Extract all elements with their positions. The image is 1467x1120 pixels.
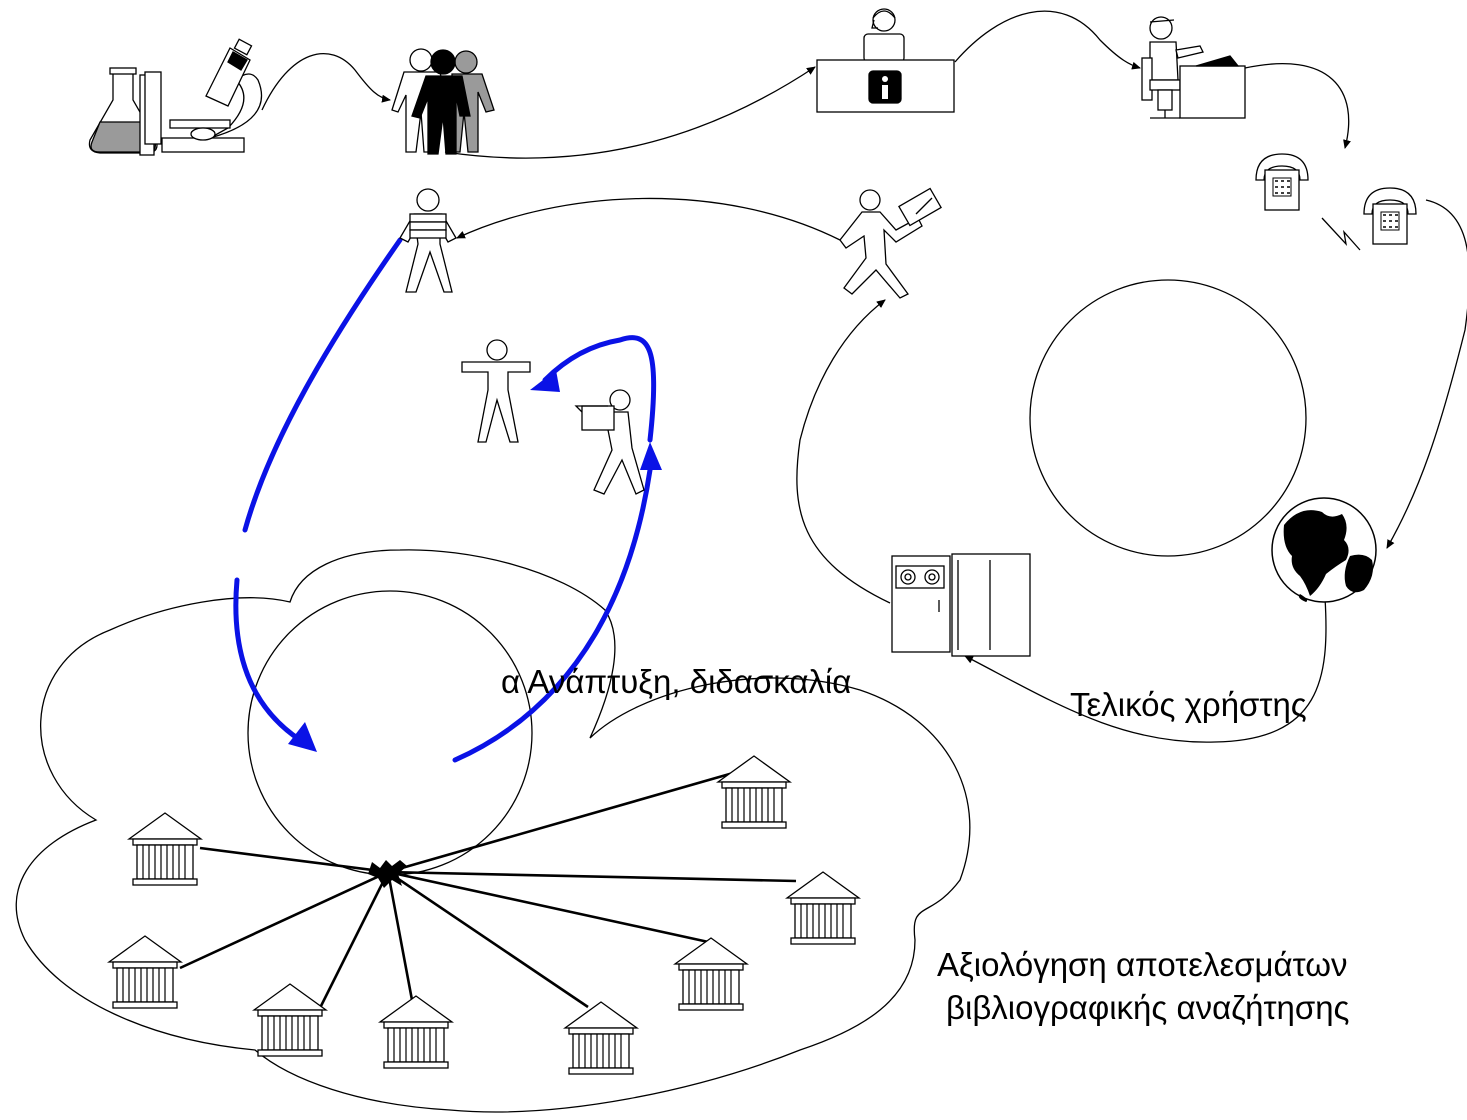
blue-arrows [233,237,657,763]
person-arms-out-icon [461,339,531,443]
walking-person-icon [839,187,942,299]
lab-equipment-icon [88,67,162,156]
person-with-books-icon [399,188,457,293]
end-user-label: Τελικός χρήστης [1070,686,1307,723]
blue-arrowhead [640,442,662,470]
connection-zigzag [1321,217,1361,251]
clerk-at-desk-icon [1141,16,1246,119]
flow-arrows [261,10,1467,743]
researchers-group-icon [391,48,495,155]
information-desk-icon [816,8,955,113]
globe-icon [1271,497,1377,603]
library-building-icon [253,983,327,1057]
telephone-icon [1363,187,1417,245]
mainframe-computer-icon [891,553,1031,657]
evaluation-label-line2: βιβλιογραφικής αναζήτησης [946,989,1349,1026]
library-building-icon [108,935,182,1009]
network-cloud [15,549,971,1113]
library-building-icon [786,871,860,945]
library-building-icon [717,755,791,829]
person-carrying-box-icon [574,389,645,495]
library-building-icon [564,1001,638,1075]
telephone-icon [1255,153,1309,211]
right-circle [1029,279,1307,557]
blue-arrowhead [530,370,560,392]
blue-arrowhead [288,722,317,752]
library-building-icon [128,812,202,886]
development-teaching-label: α Ανάπτυξη, διδασκαλία [501,663,851,700]
microscope-icon [161,38,263,153]
evaluation-label-line1: Αξιολόγηση αποτελεσμάτων [937,946,1347,983]
library-building-icon [674,937,748,1011]
library-building-icon [379,995,453,1069]
network-links [179,765,797,1013]
network-hub-icon [368,860,407,888]
